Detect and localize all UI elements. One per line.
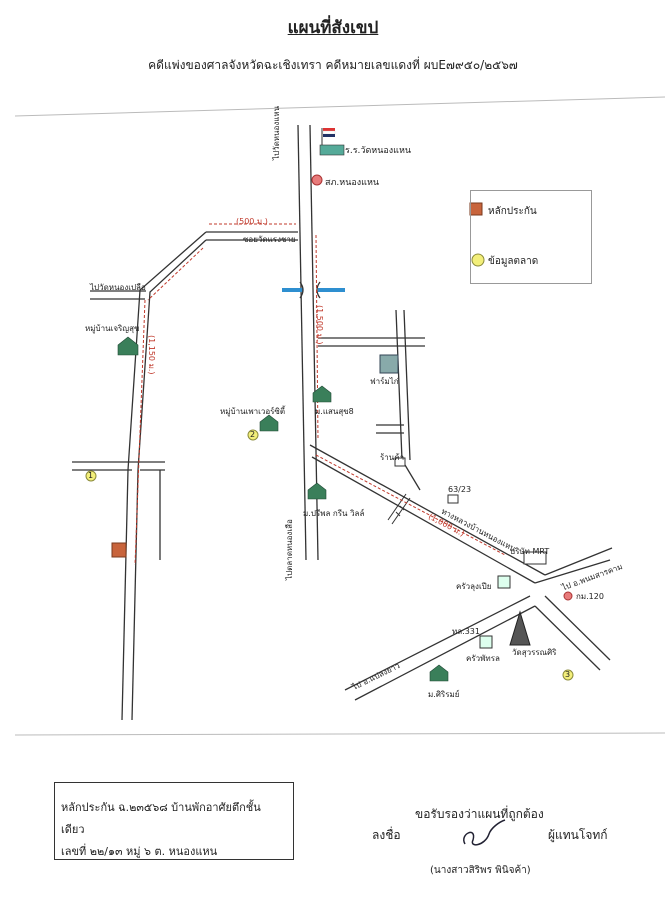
label-m1: 1 [88,471,94,480]
km-marker-icon [563,591,573,601]
certify-text: ขอรับรองว่าแผนที่ถูกต้อง [415,807,544,821]
house-63-icon [447,494,459,504]
shop-icon [394,457,406,467]
legend-market: ข้อมูลตลาด [488,256,539,267]
label-village-1: หมู่บ้านเจริญสุข [85,324,140,333]
label-to-market: ไปตลาดหนองเสือ [285,519,294,580]
label-dist-1500: (1,500 ม.) [315,305,324,345]
hatched-road [387,493,411,525]
kitchen-2-icon [479,635,493,649]
legend-box [470,190,592,284]
map-top-border [14,96,666,117]
label-school: ร.ร.วัดหนองแหน [345,146,412,156]
police-icon [311,174,323,186]
label-power-village: หมู่บ้านเพาเวอร์ซิตี้ [220,407,286,416]
school-icon [319,144,345,156]
label-wat-road: ไปวัดหนองแหน [272,105,281,160]
label-shop: ร้านค้า [380,453,405,462]
label-kitchen-2: ครัวพัทรล [466,654,500,663]
house-icons [117,336,449,682]
label-mrt: บริษัท MRT [510,547,550,556]
distance-markers [134,223,506,566]
farm-icon [379,354,399,374]
label-preepon: ม.ปรีพล กรีน วิลล์ [303,509,365,518]
collateral-info-line1: หลักประกัน ฉ.๒๓๕๖๘ บ้านพักอาศัยตึกชั้นเด… [61,801,261,836]
collateral-info-box: หลักประกัน ฉ.๒๓๕๖๘ บ้านพักอาศัยตึกชั้นเด… [54,782,294,860]
label-dist-1150: (1,150 ม.) [147,335,156,375]
label-farm: ฟาร์มไก่ [370,377,399,386]
legend-collateral: หลักประกัน [488,206,537,217]
label-m2: 2 [250,430,256,439]
signature-icon [463,819,506,846]
market-point-3 [562,669,574,681]
map-title: แผนที่สังเขป [287,18,379,38]
case-subtitle: คดีแพ่งของศาลจังหวัดฉะเชิงเทรา คดีหมายเล… [148,58,518,72]
kitchen-1-icon [497,575,511,589]
label-wat-lane: ซอยวัดแรงชาย [243,235,296,244]
market-point-2 [247,429,259,441]
label-police: สภ.หนองแหน [325,178,380,188]
map-bottom-border [14,732,666,736]
collateral-marker [111,542,127,558]
flag-icon [321,128,336,148]
label-hl331: ทล.331 [452,627,480,636]
mrt-icon [523,551,547,565]
label-temple: วัดสุวรรณศิริ [512,648,557,657]
sign-label: ลงชื่อ [372,828,401,842]
market-point-1 [85,470,97,482]
legend-market-swatch [471,253,485,267]
label-siriram: ม.ศิริรมย์ [428,690,460,699]
label-house-63: 63/23 [448,485,472,494]
signer-role: ผู้แทนโจทก์ [548,828,608,842]
signer-name: (นางสาวสิริพร พินิจค้า) [430,865,531,876]
label-kitchen-1: ครัวลุงเปีย [456,582,492,591]
label-km-marker: กม.120 [576,592,604,601]
label-dist-500: (500 ม.) [236,217,268,226]
label-m3: 3 [565,670,571,679]
label-saensuk: ม.แสนสุข8 [315,407,354,416]
label-bridge-road: ไปวัดหนองเปลือ [90,283,146,292]
collateral-info-line2: เลขที่ ๒๒/๑๓ หมู่ ๖ ต. หนองแหน [61,845,218,858]
temple-icon [509,610,531,646]
